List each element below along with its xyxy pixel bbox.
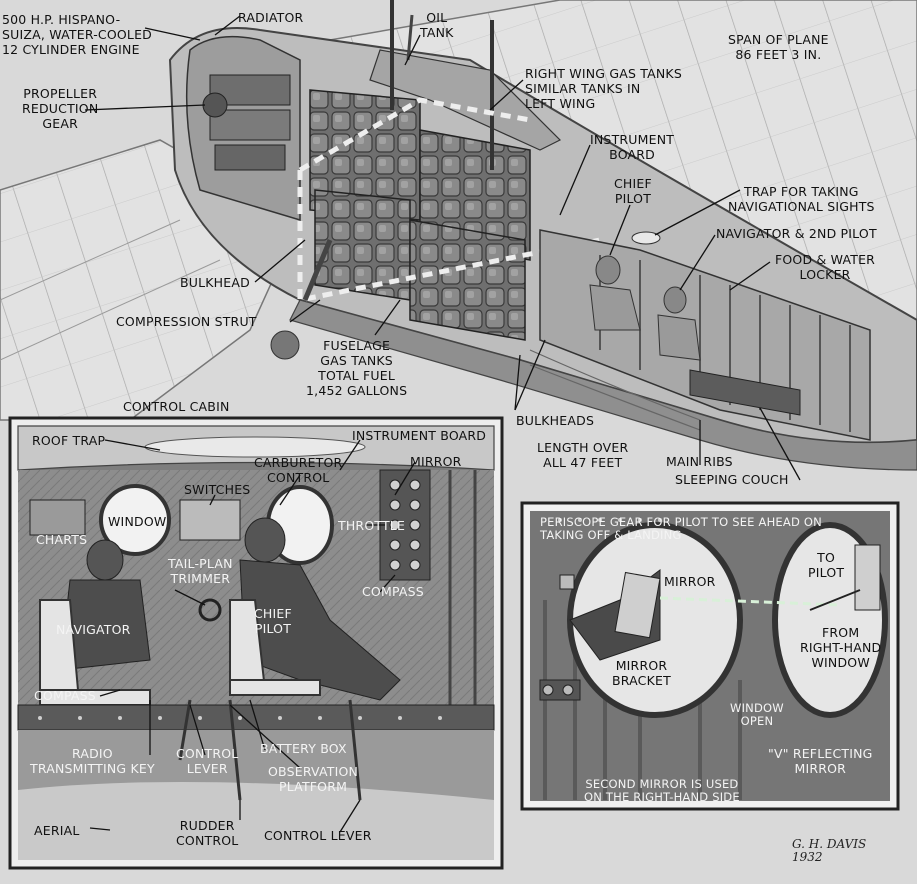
label-compass-left: COMPASS <box>34 688 96 703</box>
signature-year: 1932 <box>792 850 823 864</box>
label-v-mirror: "V" REFLECTING MIRROR <box>768 746 873 776</box>
label-control-cabin: CONTROL CABIN <box>123 399 230 414</box>
label-instrument-board-cabin: INSTRUMENT BOARD <box>352 428 487 443</box>
label-radio-key: RADIO TRANSMITTING KEY <box>30 746 155 776</box>
label-length: LENGTH OVER ALL 47 FEET <box>537 440 629 470</box>
label-carburetor: CARBURETOR CONTROL <box>254 455 343 485</box>
label-observation: OBSERVATION PLATFORM <box>268 764 359 794</box>
label-trap: TRAP FOR TAKING NAVIGATIONAL SIGHTS <box>728 184 875 214</box>
label-navigator: NAVIGATOR & 2ND PILOT <box>716 226 877 241</box>
label-chief-pilot: CHIEF PILOT <box>614 176 652 206</box>
label-fuselage-tanks: FUSELAGE GAS TANKS TOTAL FUEL 1,452 GALL… <box>306 338 408 398</box>
label-control-lever-2: CONTROL LEVER <box>264 828 372 843</box>
label-instrument-board: INSTRUMENT BOARD <box>590 132 675 162</box>
label-oil-tank: OIL TANK <box>420 10 454 40</box>
label-radiator: RADIATOR <box>238 10 304 25</box>
label-aerial: AERIAL <box>34 823 80 838</box>
label-main-ribs: MAIN RIBS <box>666 454 733 469</box>
label-tail-plan: TAIL-PLAN TRIMMER <box>168 556 233 586</box>
label-rudder: RUDDER CONTROL <box>176 818 239 848</box>
label-compression-strut: COMPRESSION STRUT <box>116 314 257 329</box>
label-throttle: THROTTLE <box>338 518 406 533</box>
label-food-locker: FOOD & WATER LOCKER <box>775 252 876 282</box>
label-second-mirror: SECOND MIRROR IS USED ON THE RIGHT-HAND … <box>584 777 740 804</box>
label-battery-box: BATTERY BOX <box>260 741 347 756</box>
label-sleeping-couch: SLEEPING COUCH <box>675 472 789 487</box>
signature-name: G. H. DAVIS <box>792 837 867 851</box>
label-mirror-bracket: MIRROR BRACKET <box>612 658 671 688</box>
label-bulkheads: BULKHEADS <box>516 413 595 428</box>
label-to-pilot: TO PILOT <box>808 550 845 580</box>
label-charts: CHARTS <box>36 532 88 547</box>
artist-signature: G. H. DAVIS 1932 <box>792 838 866 864</box>
label-switches: SWITCHES <box>184 482 251 497</box>
label-navigator-cabin: NAVIGATOR <box>56 622 131 637</box>
label-roof-trap: ROOF TRAP <box>32 433 106 448</box>
label-periscope-title: PERISCOPE GEAR FOR PILOT TO SEE AHEAD ON… <box>540 515 822 542</box>
label-propeller-gear: PROPELLER REDUCTION GEAR <box>22 86 99 131</box>
label-mirror-cabin: MIRROR <box>410 454 462 469</box>
label-engine: 500 H.P. HISPANO- SUIZA, WATER-COOLED 12… <box>2 12 153 57</box>
label-wing-tanks: RIGHT WING GAS TANKS SIMILAR TANKS IN LE… <box>525 66 682 111</box>
label-window: WINDOW <box>108 514 167 529</box>
label-bulkhead: BULKHEAD <box>180 275 250 290</box>
label-from-window: FROM RIGHT-HAND WINDOW <box>800 625 882 670</box>
label-chief-pilot-cabin: CHIEF PILOT <box>254 606 292 636</box>
label-compass-right: COMPASS <box>362 584 424 599</box>
label-mirror-periscope: MIRROR <box>664 574 716 589</box>
label-span: SPAN OF PLANE 86 FEET 3 IN. <box>728 32 829 62</box>
label-window-open: WINDOW OPEN <box>730 701 784 728</box>
label-control-lever-1: CONTROL LEVER <box>176 746 239 776</box>
